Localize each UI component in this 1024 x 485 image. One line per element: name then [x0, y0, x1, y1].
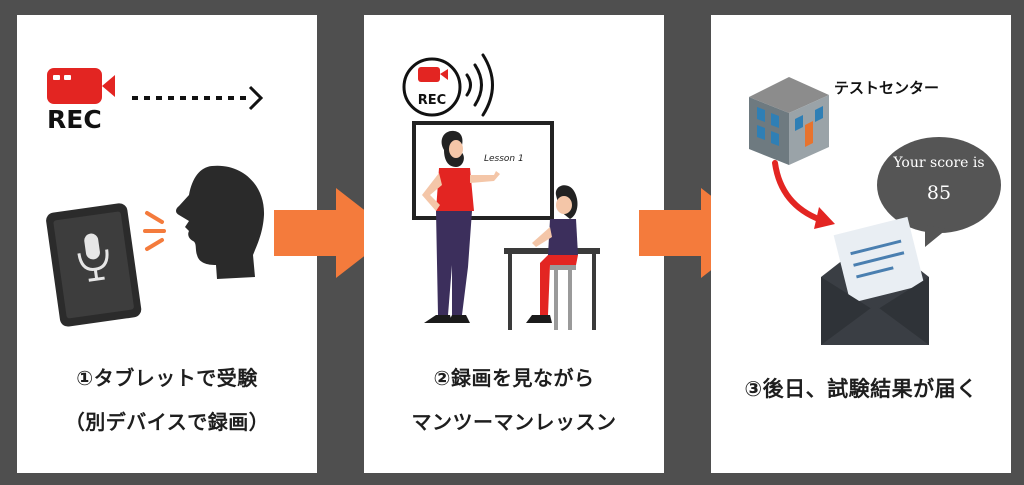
step-3-caption-line-1: ③後日、試験結果が届く: [744, 377, 978, 401]
step-1-panel: REC ①タブレットで受験 （別デバイスで録画）: [17, 15, 317, 473]
step-2-illustration: REC Lesson 1: [402, 53, 600, 330]
student-figure: [526, 185, 578, 330]
whiteboard-text: Lesson 1: [484, 154, 524, 164]
speaking-head-icon: [176, 165, 265, 279]
building-icon: [749, 77, 829, 165]
envelope-icon: [821, 216, 929, 345]
test-center-label: テストセンター: [834, 79, 939, 97]
sound-wave-icon: [465, 53, 494, 117]
teacher-figure: [422, 130, 500, 323]
score-bubble-line-1: Your score is: [892, 155, 984, 171]
step-3-illustration: テストセンター Your score is 85: [749, 77, 1001, 345]
step-1-caption-line-1: ①タブレットで受験: [76, 366, 258, 390]
score-bubble-line-2: 85: [927, 182, 951, 204]
rec-badge-label: REC: [418, 93, 446, 108]
step-2-caption-line-1: ②録画を見ながら: [433, 366, 595, 390]
video-camera-icon: [47, 68, 115, 104]
rec-label: REC: [47, 105, 102, 134]
step-2-caption-line-2: マンツーマンレッスン: [411, 410, 617, 434]
step-1-caption-line-2: （別デバイスで録画）: [64, 410, 270, 434]
dotted-arrow-icon: [132, 85, 264, 111]
red-curved-arrow-icon: [772, 160, 835, 229]
rec-badge-icon: REC: [402, 57, 462, 117]
step-2-panel: REC Lesson 1: [364, 15, 664, 473]
step-3-panel: テストセンター Your score is 85 ③後日、試験結果が届く: [711, 15, 1011, 473]
tablet-microphone-icon: [46, 203, 142, 327]
speech-lines-icon: [143, 211, 166, 251]
speech-bubble-icon: Your score is 85: [877, 137, 1001, 247]
step-1-illustration: REC: [46, 68, 265, 327]
